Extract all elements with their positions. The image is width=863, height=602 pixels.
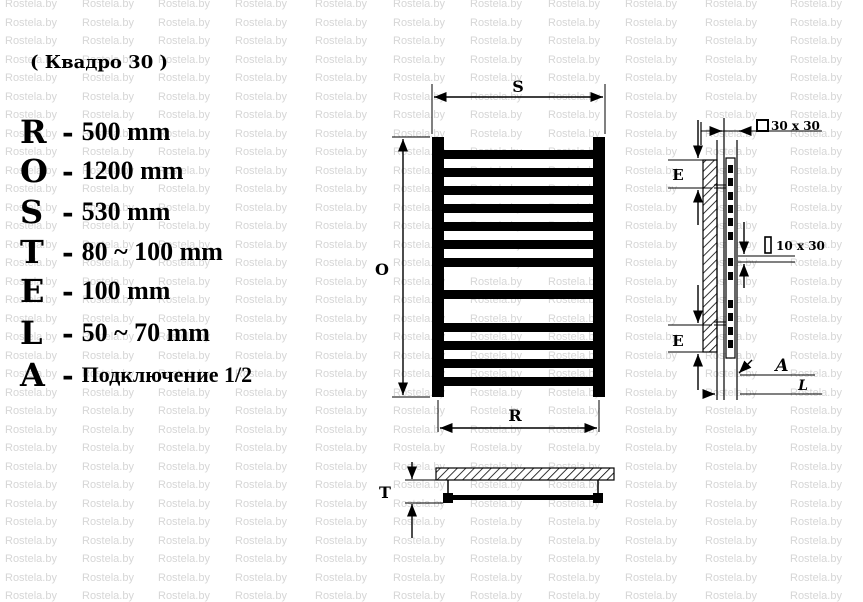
side-bar-mark [728,165,733,173]
label-e-bottom: E [672,332,683,350]
side-bar-mark [728,232,733,240]
watermark-text: Rostela.by [790,590,842,602]
horizontal-bar [444,258,593,267]
spec-dash: - [62,274,74,308]
spec-value: 50 ~ 70 mm [81,318,210,347]
spec-letter: E [20,272,45,310]
spec-letter: T [20,233,44,271]
spec-dash: - [62,235,74,269]
spec-row-t: T - 80 ~ 100 mm [20,233,223,271]
spec-dash: - [62,195,74,229]
watermark-text: Rostela.by [470,590,522,602]
label-profile-30: 30 x 30 [771,119,820,133]
bar-section [453,495,593,500]
label-r: R [508,406,522,425]
watermark-text: Rostela.by [705,590,757,602]
spec-value: 500 mm [81,117,171,146]
side-bar-mark [728,258,733,266]
spec-letter: L [20,314,43,352]
spec-dash: - [62,115,74,149]
label-e-top: E [672,166,683,184]
watermark-text: Rostela.by [393,590,445,602]
spec-dash: - [62,154,74,188]
spec-value: 1200 mm [81,156,184,185]
horizontal-bar [444,377,593,386]
wall-hatch-side [702,159,718,353]
side-bar-mark [728,327,733,335]
left-vertical-pipe [432,137,444,397]
watermark-text: Rostela.by [625,590,677,602]
side-bar-mark [728,272,733,280]
watermark-text: Rostela.by [158,590,210,602]
side-bar-mark [728,340,733,348]
spec-dash: - [62,316,74,350]
right-vertical-pipe [593,137,605,397]
watermark-text: Rostela.by [5,590,57,602]
side-bar-mark [728,218,733,226]
horizontal-bar [444,359,593,368]
spec-dash: - [62,358,74,392]
label-s: S [512,77,524,96]
technical-drawing: S O R T [375,77,825,538]
watermark-text: Rostela.by [315,590,367,602]
label-profile-10: 10 x 30 [776,239,825,253]
spec-letter: A [20,356,45,394]
spec-letter: O [20,152,48,190]
side-view: E E 30 x 30 10 x 30 A L [668,118,825,400]
label-a: A [773,356,788,376]
profile-30-icon [756,119,769,132]
watermark-text: Rostela.by [82,590,134,602]
wall-hatch-top [435,467,615,481]
spec-value: 100 mm [81,276,171,305]
right-pipe-section [593,493,603,503]
side-bar-marks [728,165,733,348]
spec-row-o: O - 1200 mm [20,152,183,190]
label-o: O [375,260,389,279]
horizontal-bar [444,240,593,249]
watermark-text: Rostela.by [235,590,287,602]
left-pipe-section [443,493,453,503]
horizontal-bar [444,168,593,177]
spec-row-e: E - 100 mm [20,272,170,310]
horizontal-bar [444,323,593,332]
spec-letter: S [20,193,44,231]
horizontal-bar [444,150,593,159]
watermark-text: Rostela.by [548,590,600,602]
horizontal-bar [444,222,593,231]
side-bar-mark [728,178,733,186]
horizontal-bar [444,341,593,350]
spec-row-s: S - 530 mm [20,193,170,231]
side-bar-mark [728,300,733,308]
top-view: T [379,462,615,538]
profile-10-icon [764,236,772,254]
label-l: L [797,378,808,394]
spec-value: 80 ~ 100 mm [81,237,223,266]
spec-row-a: A - Подключение 1/2 [20,356,252,394]
horizontal-bars [444,150,593,386]
dimension-s: S [431,77,606,134]
side-bar-mark [728,192,733,200]
model-title: ( Квадро 30 ) [30,52,169,73]
spec-value: 530 mm [81,197,171,226]
spec-letter: R [20,113,47,151]
side-bar-mark [728,313,733,321]
horizontal-bar [444,186,593,195]
horizontal-bar [444,290,593,299]
spec-row-l: L - 50 ~ 70 mm [20,314,210,352]
horizontal-bar [444,204,593,213]
label-t: T [379,483,391,502]
side-bar-mark [728,205,733,213]
dimension-o: O [375,136,430,398]
spec-value: Подключение 1/2 [81,362,253,387]
dimension-r: R [437,400,600,434]
front-view [432,137,605,397]
spec-row-r: R - 500 mm [20,113,170,151]
